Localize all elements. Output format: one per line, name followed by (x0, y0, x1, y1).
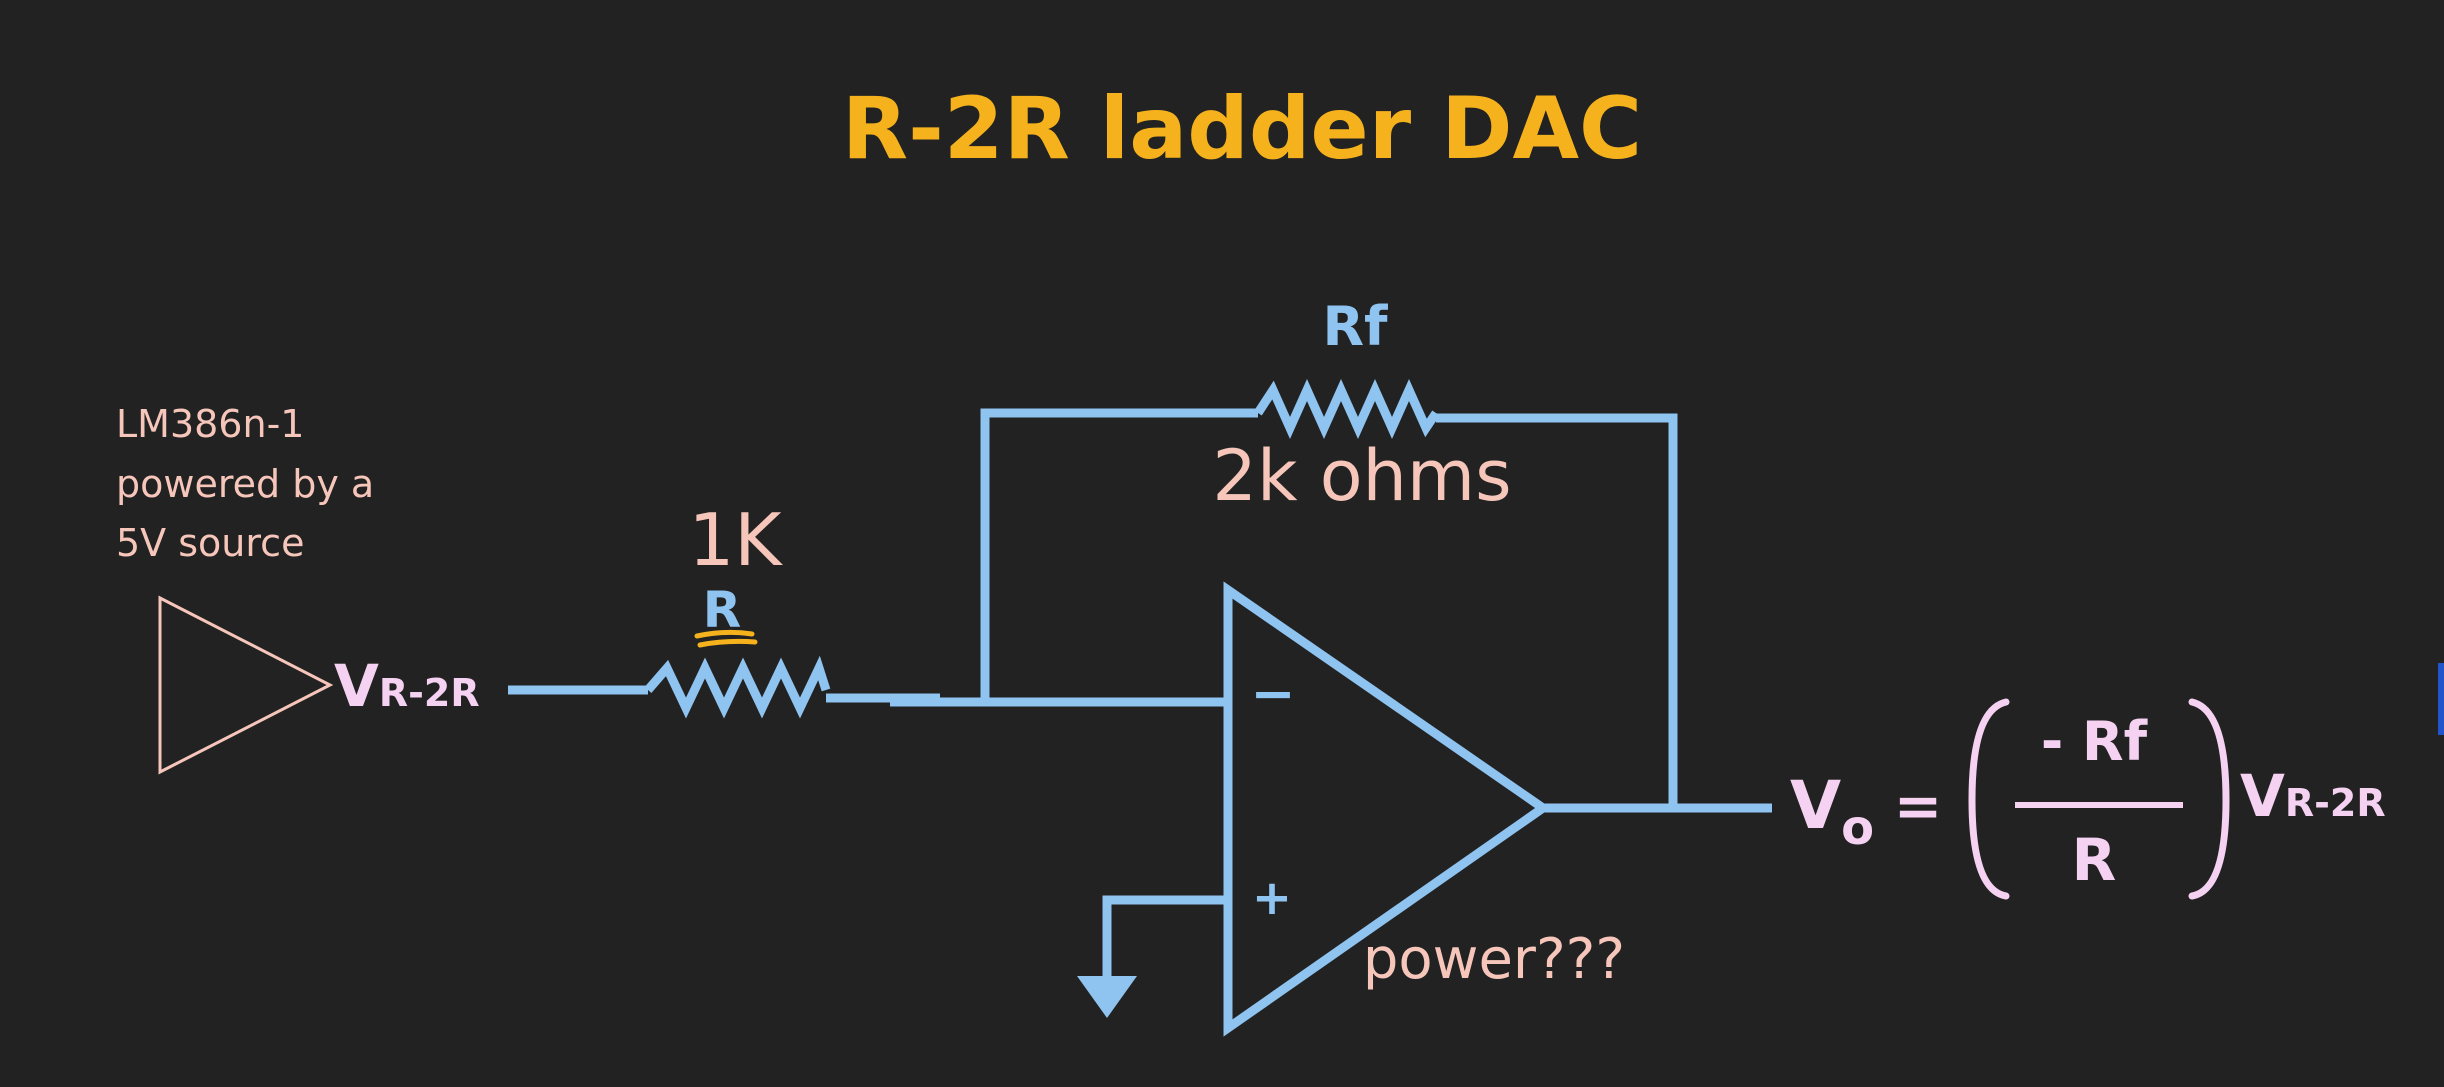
note-line-2: powered by a (116, 462, 374, 506)
formula-lhs-sub: o (1841, 800, 1874, 856)
input-label-main: V (334, 652, 379, 720)
feedback-resistor-symbol (1254, 378, 1440, 440)
note-line-3: 5V source (116, 521, 304, 565)
formula-left-paren (1968, 698, 2010, 900)
edge-marker (2438, 663, 2444, 735)
opamp-plus-sign: + (1252, 870, 1292, 926)
feedback-resistor-value: 2k ohms (1212, 435, 1511, 517)
formula-rhs-main: V (2240, 762, 2285, 830)
input-resistor-name: R (703, 581, 742, 639)
power-note: power??? (1363, 927, 1625, 992)
formula-lhs: Vo (1790, 767, 1874, 856)
feedback-resistor-name: Rf (1322, 295, 1388, 358)
resistor-name-highlight (694, 629, 758, 648)
formula-equals: = (1894, 772, 1943, 840)
plus-input-wire (1102, 895, 1228, 978)
note-line-1: LM386n-1 (116, 402, 304, 446)
formula-rhs: VR-2R (2240, 762, 2386, 830)
circuit-wires (508, 378, 1772, 1037)
formula-lhs-main: V (1790, 767, 1841, 844)
input-buffer-symbol (158, 595, 334, 775)
output-formula: Vo = - Rf R VR-2R (1790, 698, 2386, 900)
formula-denominator: R (2072, 826, 2117, 894)
formula-right-paren (2188, 698, 2230, 900)
input-label-sub: R-2R (379, 671, 480, 715)
feedback-right-wire (1436, 413, 1678, 808)
feedback-left-wire (980, 408, 1258, 702)
opamp-symbol (1223, 581, 1551, 1037)
input-label: VR-2R (334, 652, 480, 720)
page-title: R-2R ladder DAC (842, 79, 1642, 179)
formula-rhs-sub: R-2R (2285, 781, 2386, 825)
formula-numerator: - Rf (2041, 710, 2148, 773)
ground-symbol (1077, 976, 1137, 1018)
opamp-minus-sign: − (1250, 662, 1295, 725)
input-resistor-symbol (644, 655, 831, 719)
input-resistor-value: 1K (688, 498, 783, 582)
